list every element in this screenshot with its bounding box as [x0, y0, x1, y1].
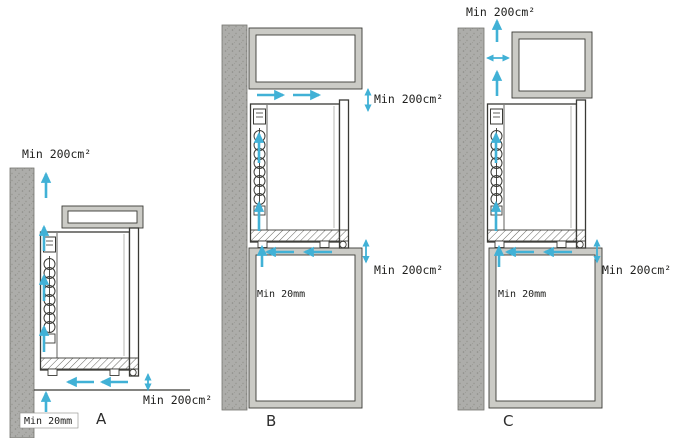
wall — [457, 27, 485, 411]
appliance-cross-section — [39, 227, 140, 377]
vent-label-front: Min 200cm² — [374, 263, 443, 277]
panel-letter: C — [503, 412, 513, 430]
gap-label-box — [19, 412, 79, 429]
panel-c: Min 200cm² Min 200cm² Min 20mm C — [457, 5, 671, 430]
lower-cabinet — [488, 247, 603, 409]
lower-cabinet — [248, 247, 363, 409]
counter-top — [61, 205, 144, 229]
vent-label-top: Min 200cm² — [22, 147, 91, 161]
gap-label: Min 20mm — [24, 416, 72, 427]
panel-letter: B — [266, 412, 276, 430]
appliance-cross-section — [249, 99, 350, 249]
airflow-arrows — [38, 171, 128, 412]
gap-label: Min 20mm — [498, 289, 546, 300]
panel-a: Min 200cm² Min 200cm² Min 20mm A — [9, 147, 212, 438]
panel-b: Min 200cm² Min 200cm² Min 20mm B — [221, 24, 443, 430]
vent-label-front: Min 200cm² — [602, 263, 671, 277]
vent-label-top: Min 200cm² — [466, 5, 535, 19]
vent-label-front: Min 200cm² — [143, 393, 212, 407]
gap-label: Min 20mm — [257, 289, 305, 300]
upper-cabinet — [248, 27, 363, 90]
upper-cabinet — [511, 31, 593, 99]
wall — [9, 167, 35, 438]
appliance-cross-section — [486, 99, 587, 249]
vent-label-top: Min 200cm² — [374, 92, 443, 106]
panel-letter: A — [96, 410, 107, 428]
airflow-arrows — [490, 18, 572, 267]
wall — [221, 24, 248, 411]
airflow-arrows — [253, 89, 332, 267]
